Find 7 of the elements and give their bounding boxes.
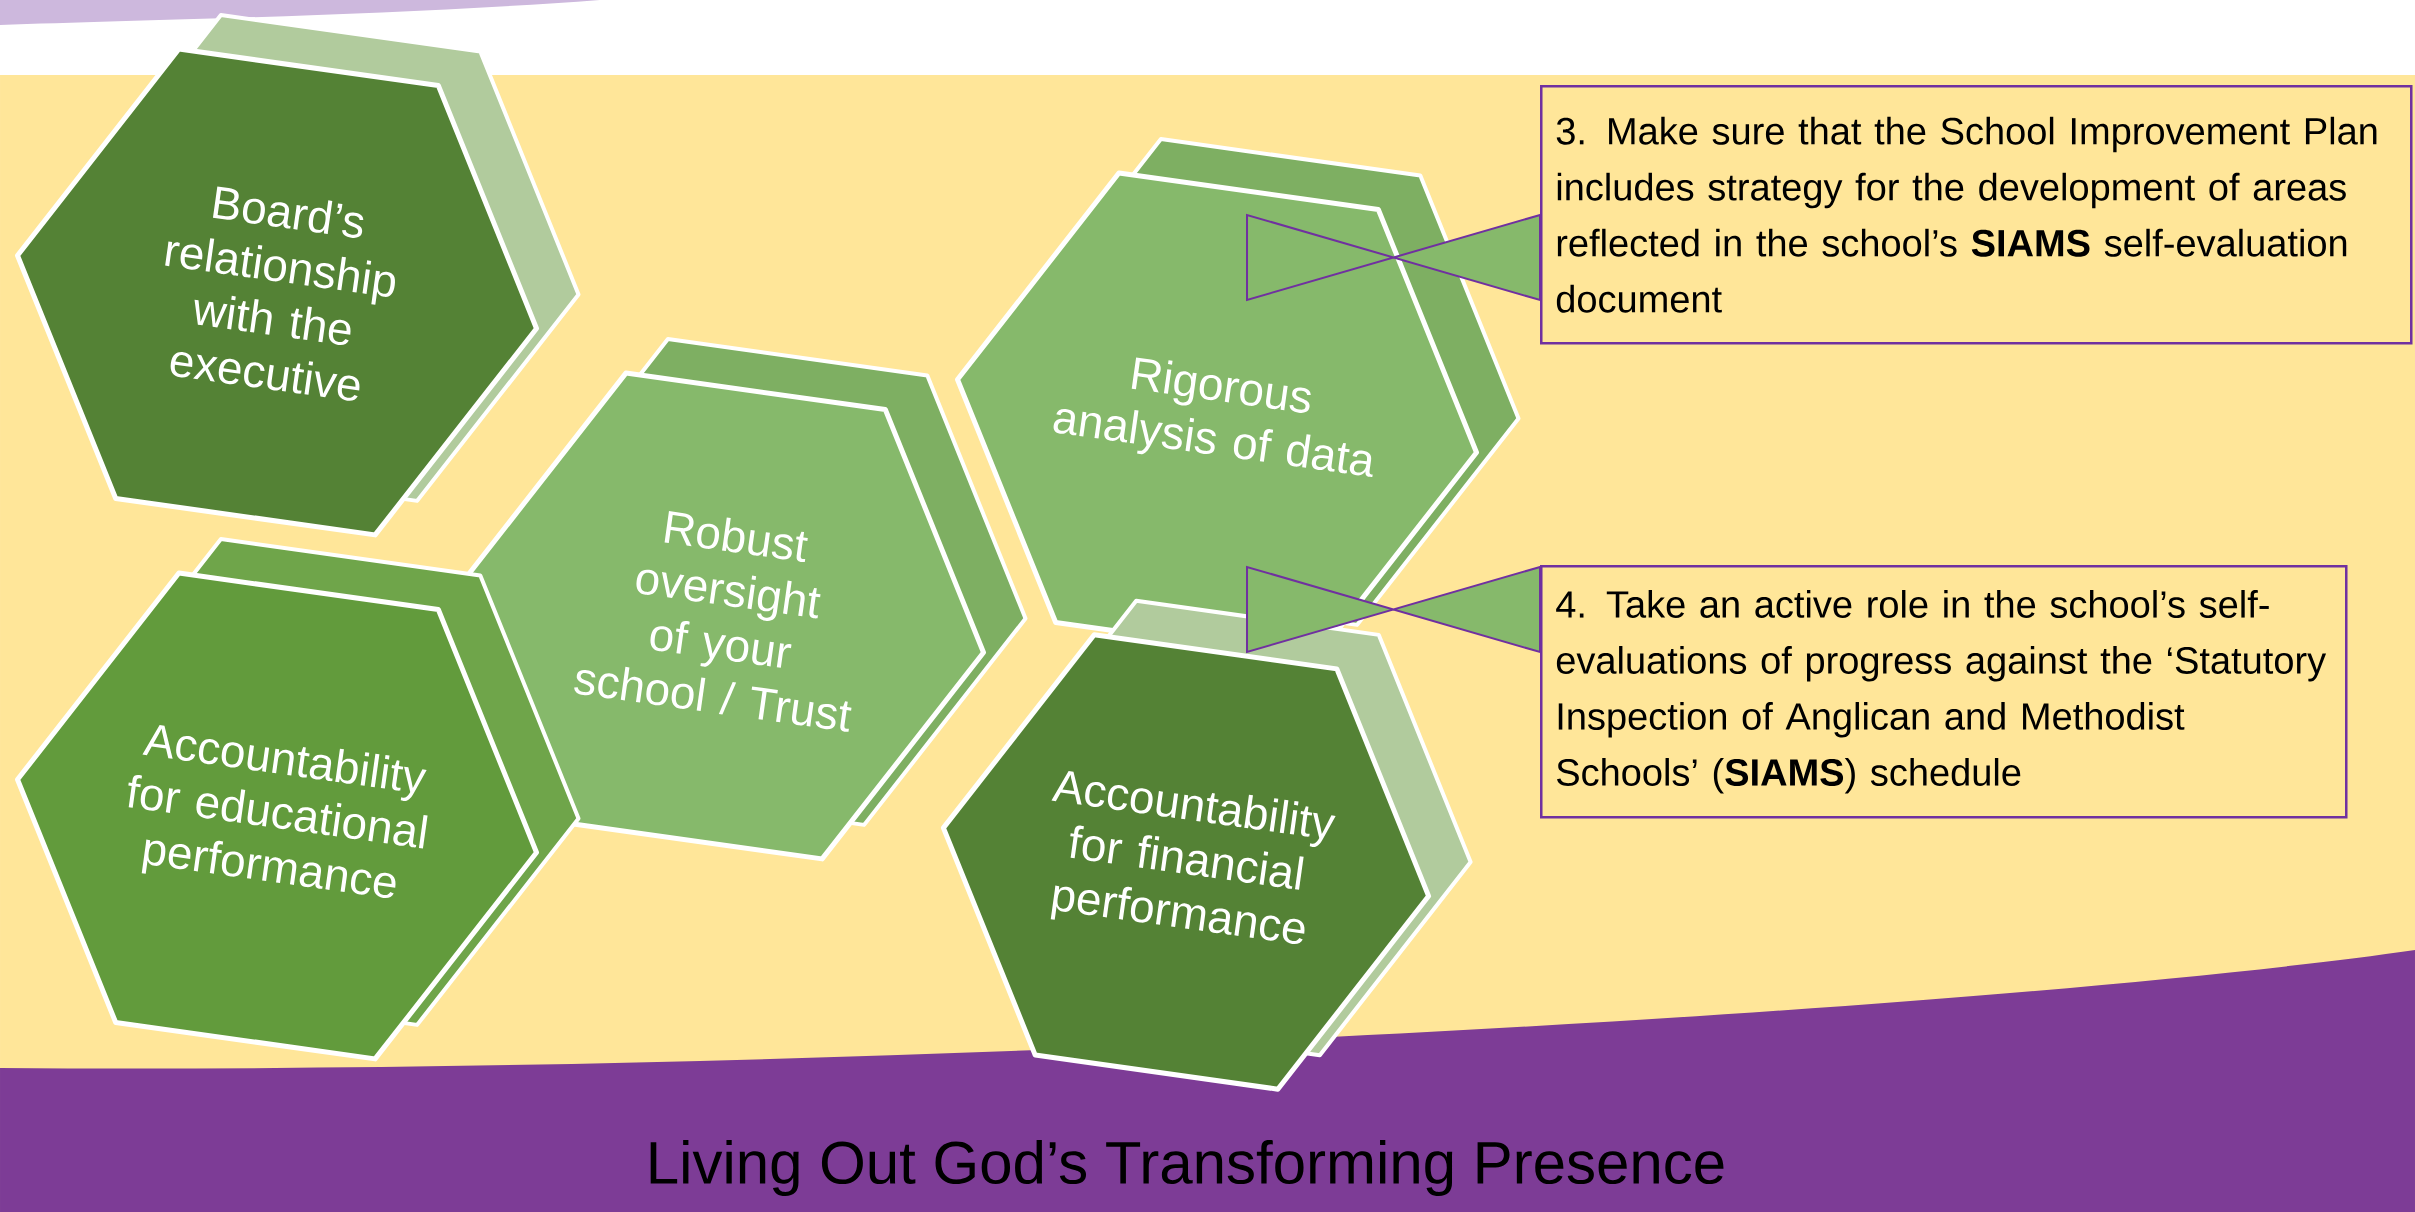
callout-box: 4. Take an active role in the school’s self-evaluations of progress against the ‘Statutory Inspection of Anglican and Methodist Schools’ (SIAMS) schedule [1540, 565, 2348, 819]
callout-pointer [1246, 213, 1541, 302]
hexagon: Board’s relationship with the executive [15, 13, 581, 538]
callout-box: 3. Make sure that the School Improvement Plan includes strategy for the development of areas reflected in the school’s SIAMS self-evaluation document [1540, 85, 2413, 345]
hexagon: Accountability for financial performance [940, 598, 1473, 1092]
slogan: Living Out God’s Transforming Presence [650, 1140, 1724, 1196]
callout-pointer [1246, 565, 1541, 654]
